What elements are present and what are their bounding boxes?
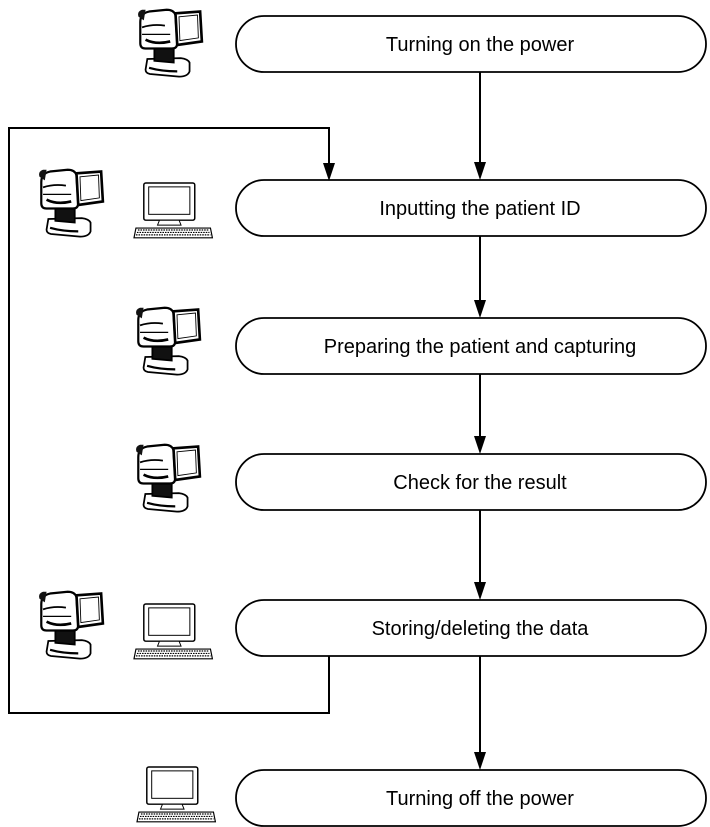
flow-arrow bbox=[474, 656, 486, 770]
step-box bbox=[235, 15, 707, 73]
flow-arrow bbox=[474, 374, 486, 454]
loop-back-connector bbox=[8, 127, 335, 714]
step-label: Inputting the patient ID bbox=[379, 198, 580, 220]
step-label: Check for the result bbox=[393, 472, 567, 494]
step-box bbox=[235, 179, 707, 237]
step-box bbox=[235, 453, 707, 511]
step-6: Turning off the power bbox=[136, 766, 707, 827]
retinal-camera-icon bbox=[37, 590, 105, 660]
computer-icon bbox=[136, 766, 217, 823]
step-box bbox=[235, 769, 707, 827]
step-label: Preparing the patient and capturing bbox=[324, 336, 636, 358]
flow-arrow bbox=[474, 72, 486, 180]
flow-arrow bbox=[474, 510, 486, 600]
step-label: Turning off the power bbox=[386, 788, 574, 810]
step-box bbox=[235, 317, 707, 375]
retinal-camera-icon bbox=[134, 306, 202, 376]
retinal-camera-icon bbox=[37, 168, 105, 238]
retinal-camera-icon bbox=[134, 443, 202, 513]
step-label: Turning on the power bbox=[386, 34, 575, 56]
retinal-camera-icon bbox=[136, 8, 204, 78]
step-box bbox=[235, 599, 707, 657]
step-1: Turning on the power bbox=[136, 8, 707, 78]
step-label: Storing/deleting the data bbox=[372, 618, 590, 640]
step-5: Storing/deleting the data bbox=[37, 590, 707, 660]
step-4: Check for the result bbox=[134, 443, 707, 513]
step-3: Preparing the patient and capturing bbox=[134, 306, 707, 376]
step-2: Inputting the patient ID bbox=[37, 168, 707, 239]
computer-icon bbox=[133, 603, 214, 660]
computer-icon bbox=[133, 182, 214, 239]
flow-arrow bbox=[474, 236, 486, 318]
